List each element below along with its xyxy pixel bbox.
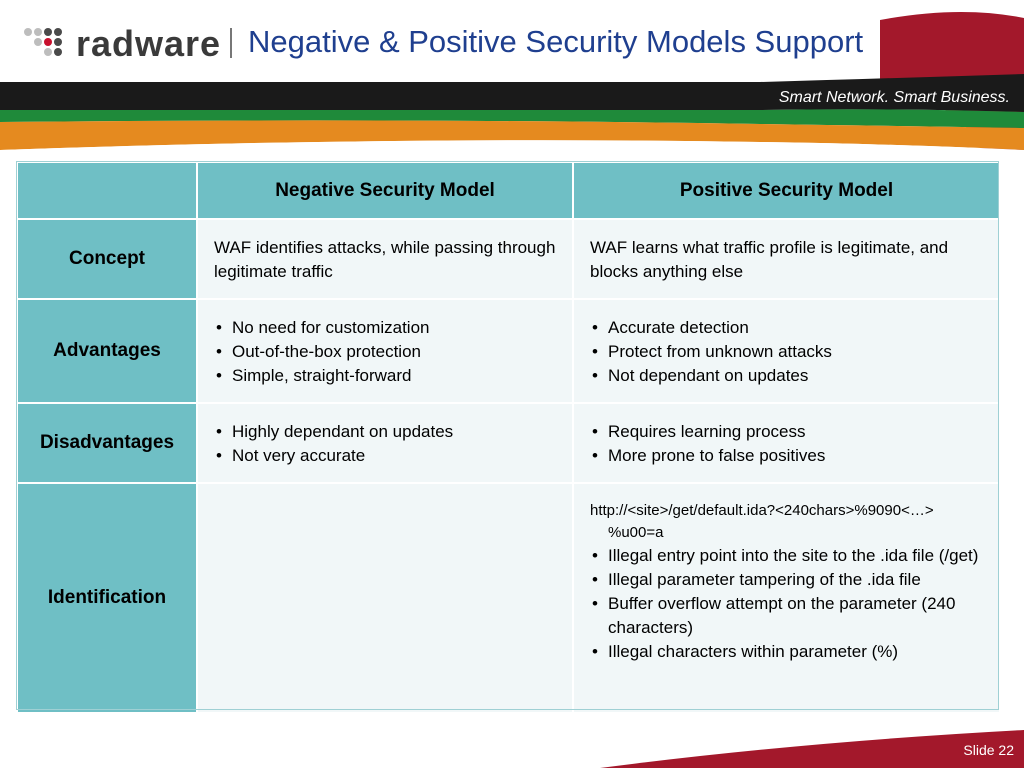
- list-item: Buffer overflow attempt on the parameter…: [590, 592, 985, 640]
- table-row-advantages: Advantages No need for customization Out…: [16, 298, 1001, 404]
- logo-dots-icon: [24, 24, 70, 64]
- logo-text: radware: [76, 23, 222, 64]
- black-band: [0, 74, 1024, 112]
- advantages-negative: No need for customization Out-of-the-box…: [196, 298, 574, 404]
- slide-title: Negative & Positive Security Models Supp…: [248, 24, 864, 59]
- concept-negative: WAF identifies attacks, while passing th…: [196, 218, 574, 300]
- disadvantages-negative: Highly dependant on updates Not very acc…: [196, 402, 574, 484]
- green-band: [0, 109, 1024, 128]
- list-item: Highly dependant on updates: [214, 420, 558, 444]
- list-item: Protect from unknown attacks: [590, 340, 985, 364]
- list-item: Out-of-the-box protection: [214, 340, 558, 364]
- list-item: Simple, straight-forward: [214, 364, 558, 388]
- radware-logo: radware: [24, 22, 221, 66]
- footer-swoosh: [600, 730, 1024, 768]
- header-negative-model: Negative Security Model: [196, 161, 574, 220]
- row-label-identification: Identification: [16, 482, 198, 714]
- comparison-table: Negative Security Model Positive Securit…: [16, 161, 1001, 714]
- title-separator: [230, 28, 232, 58]
- row-label-advantages: Advantages: [16, 298, 198, 404]
- header-white-cap: [0, 140, 1024, 160]
- table-header-row: Negative Security Model Positive Securit…: [16, 161, 1001, 220]
- list-item: Requires learning process: [590, 420, 985, 444]
- header-stripes: [0, 11, 1024, 160]
- table-row-identification: Identification http://<site>/get/default…: [16, 482, 1001, 714]
- header-positive-model: Positive Security Model: [572, 161, 1001, 220]
- row-label-concept: Concept: [16, 218, 198, 300]
- identification-negative: [196, 482, 574, 714]
- list-item: Illegal characters within parameter (%): [590, 640, 985, 664]
- example-url-continuation: %u00=a: [608, 524, 664, 541]
- list-item: Not very accurate: [214, 444, 558, 468]
- advantages-positive: Accurate detection Protect from unknown …: [572, 298, 1001, 404]
- list-item: More prone to false positives: [590, 444, 985, 468]
- list-item: Not dependant on updates: [590, 364, 985, 388]
- orange-band: [0, 120, 1024, 150]
- slide-number: Slide 22: [963, 742, 1014, 758]
- header-empty-cell: [16, 161, 198, 220]
- row-label-disadvantages: Disadvantages: [16, 402, 198, 484]
- concept-positive: WAF learns what traffic profile is legit…: [572, 218, 1001, 300]
- list-item: No need for customization: [214, 316, 558, 340]
- disadvantages-positive: Requires learning process More prone to …: [572, 402, 1001, 484]
- identification-positive: http://<site>/get/default.ida?<240chars>…: [572, 482, 1001, 714]
- table-row-concept: Concept WAF identifies attacks, while pa…: [16, 218, 1001, 300]
- list-item: Accurate detection: [590, 316, 985, 340]
- list-item: Illegal parameter tampering of the .ida …: [590, 568, 985, 592]
- list-item: Illegal entry point into the site to the…: [590, 544, 985, 568]
- slide-header: radware Negative & Positive Security Mod…: [0, 0, 1024, 160]
- table-row-disadvantages: Disadvantages Highly dependant on update…: [16, 402, 1001, 484]
- tagline: Smart Network. Smart Business.: [778, 89, 1010, 106]
- example-url: http://<site>/get/default.ida?<240chars>…: [590, 502, 934, 519]
